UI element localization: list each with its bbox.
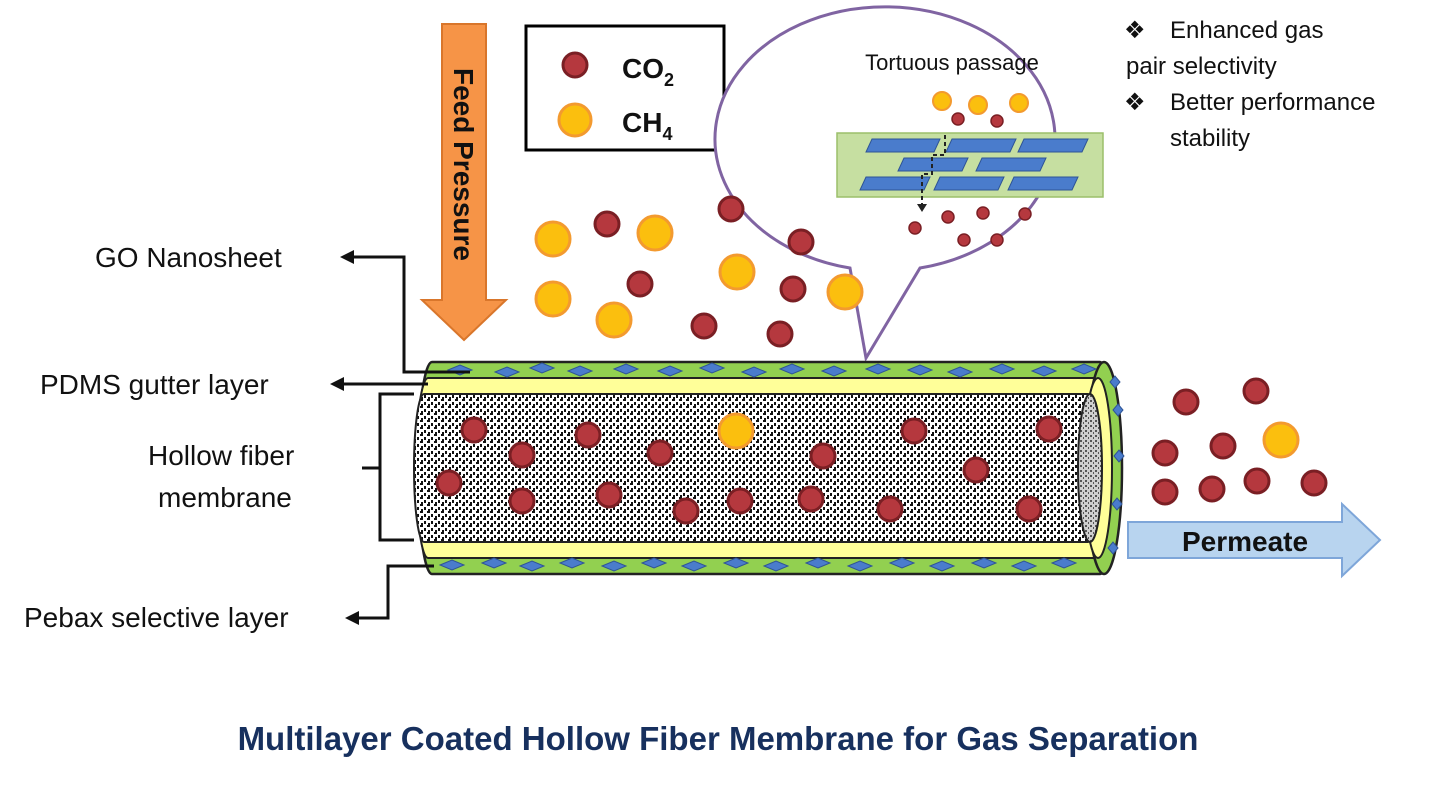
- hollow-fiber-label-line2: membrane: [158, 482, 292, 513]
- feed-gas-molecules: [534, 195, 864, 348]
- feed-pressure-label: Feed Pressure: [448, 68, 479, 261]
- tube-ch4-molecule: [717, 412, 755, 450]
- callout-co2: [1018, 207, 1032, 221]
- bullet-icon: ❖: [1124, 89, 1146, 116]
- legend-co2-label: CO2: [622, 53, 674, 90]
- porous-fiber-core: [413, 393, 1099, 543]
- bullet-icon: ❖: [1124, 17, 1146, 44]
- hollow-fiber-tube: [413, 360, 1125, 576]
- co2-molecule: [593, 195, 815, 348]
- pdms-gutter-label: PDMS gutter layer: [40, 369, 269, 400]
- callout-co2: [908, 221, 922, 235]
- callout-ch4: [932, 91, 952, 111]
- callout-title: Tortuous passage: [865, 50, 1039, 75]
- go-nanosheet-diamonds: [438, 362, 1125, 572]
- feed-pressure-arrow: Feed Pressure: [419, 23, 509, 342]
- arrowheads: [330, 250, 359, 625]
- hollow-fiber-label-line1: Hollow fiber: [148, 440, 294, 471]
- callout-co2: [990, 233, 1004, 247]
- legend-ch4-label: CH4: [622, 107, 672, 144]
- legend-box: CO2 CH4: [524, 24, 726, 152]
- callout-ch4: [968, 95, 988, 115]
- go-nanosheet-label: GO Nanosheet: [95, 242, 282, 273]
- benefits-list: ❖ Enhanced gas pair selectivity ❖ Better…: [1124, 17, 1375, 152]
- callout-co2: [941, 210, 955, 224]
- callout-co2: [976, 206, 990, 220]
- permeate-label: Permeate: [1182, 526, 1308, 557]
- tube-co2-molecules: [435, 415, 1063, 525]
- callout-co2: [951, 112, 965, 126]
- ch4-molecule: [534, 214, 864, 339]
- benefit-1-line-2: pair selectivity: [1126, 53, 1277, 80]
- benefit-2-line-1: Better performance: [1170, 89, 1375, 116]
- callout-ch4: [1009, 93, 1029, 113]
- tube-end-lumen: [1077, 393, 1103, 543]
- go-nanosheets: [859, 138, 1089, 191]
- permeate-molecules: [1151, 377, 1328, 506]
- tortuous-passage-callout: Tortuous passage: [713, 5, 1104, 363]
- callout-co2: [990, 114, 1004, 128]
- label-leader-lines: [335, 255, 470, 620]
- benefit-2-line-2: stability: [1170, 125, 1250, 152]
- benefit-1-line-1: Enhanced gas: [1170, 17, 1323, 44]
- tortuous-path: [921, 135, 946, 208]
- legend-co2-dot: [561, 51, 589, 79]
- pebax-selective-label: Pebax selective layer: [24, 602, 289, 633]
- legend-ch4-dot: [557, 102, 593, 138]
- callout-co2: [957, 233, 971, 247]
- layer-labels: GO Nanosheet PDMS gutter layer Hollow fi…: [24, 242, 294, 633]
- permeate-arrow: Permeate: [1127, 501, 1382, 579]
- figure-title: Multilayer Coated Hollow Fiber Membrane …: [238, 720, 1199, 757]
